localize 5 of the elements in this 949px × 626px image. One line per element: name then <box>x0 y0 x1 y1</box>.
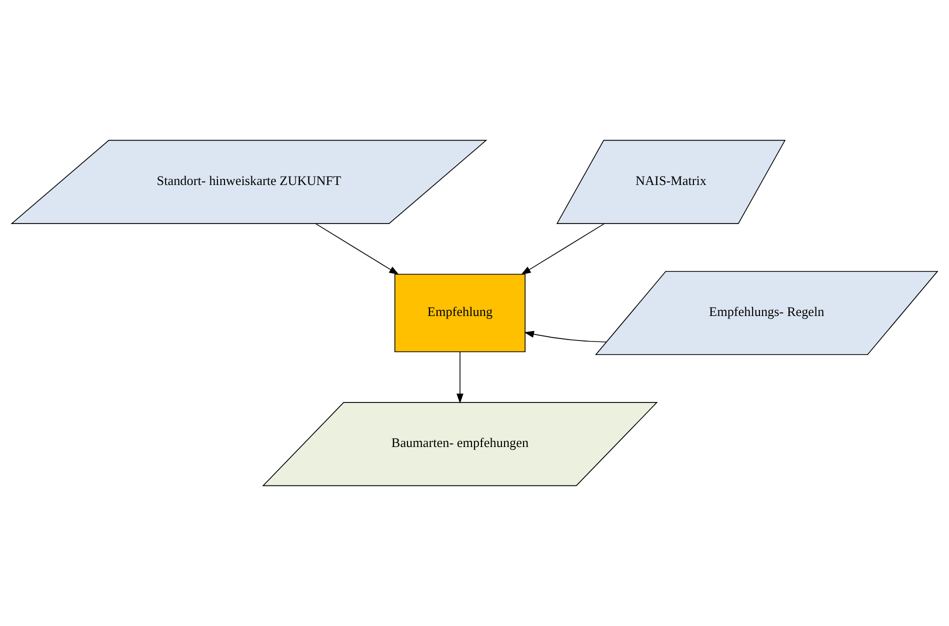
arrow <box>520 223 605 275</box>
arrow <box>456 352 464 404</box>
arrow <box>524 330 607 342</box>
node-box: Empfehlung <box>394 274 526 352</box>
arrow <box>315 223 400 275</box>
